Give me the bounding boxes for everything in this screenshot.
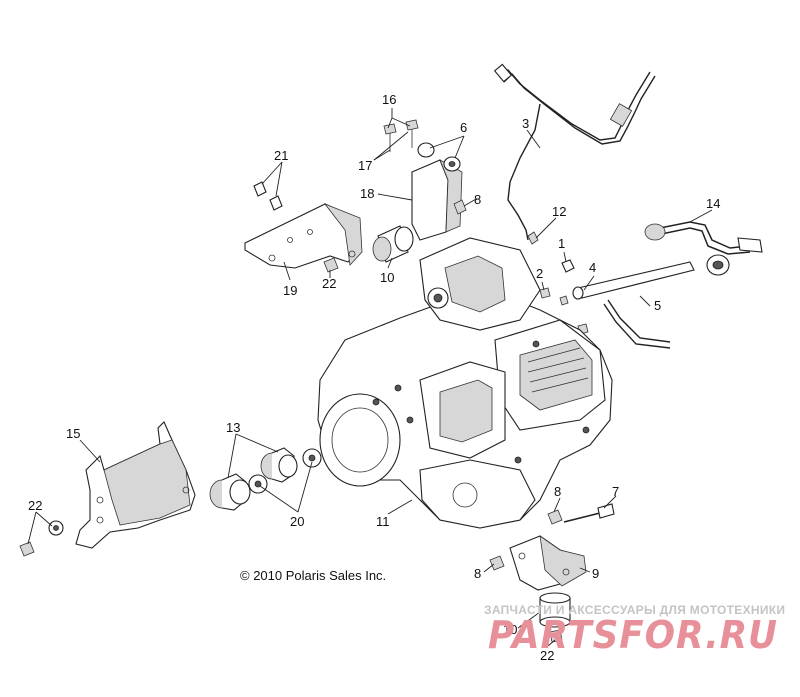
mounts-13-20 [209,447,322,511]
label-18: 18 [360,186,374,201]
watermark: ЗАПЧАСТИ И АКСЕССУАРЫ ДЛЯ МОТОТЕХНИКИ PA… [484,603,785,657]
watermark-tagline: ЗАПЧАСТИ И АКСЕССУАРЫ ДЛЯ МОТОТЕХНИКИ [484,603,785,617]
label-20: 20 [290,514,304,529]
label-21: 21 [274,148,288,163]
label-22c: 22 [540,648,554,663]
copyright-text: © 2010 Polaris Sales Inc. [240,568,386,583]
label-15: 15 [66,426,80,441]
label-22a: 22 [322,276,336,291]
label-9: 9 [592,566,599,581]
fasteners-top [527,231,589,335]
bracket-19 [244,181,363,269]
label-17: 17 [358,158,372,173]
label-16: 16 [382,92,396,107]
label-1: 1 [558,236,565,251]
nut-22-upper [323,257,339,273]
washer-22-left [19,520,64,557]
label-11: 11 [376,514,390,529]
label-6: 6 [460,120,467,135]
mount-10-top [372,225,414,263]
tube-5 [572,261,695,349]
label-14: 14 [706,196,720,211]
label-7: 7 [612,484,619,499]
part-labels: 1 2 3 4 5 6 7 8 8 8 9 10 10 11 12 13 14 … [28,92,720,663]
engine-11 [317,237,613,529]
label-10b: 10 [503,622,517,637]
bracket-15 [75,421,196,549]
bracket-9 [489,503,615,591]
label-22b: 22 [28,498,42,513]
label-8b: 8 [554,484,561,499]
line-3 [493,63,656,241]
mount-10-bottom [539,592,571,643]
label-2: 2 [536,266,543,281]
label-19: 19 [283,283,297,298]
leader-lines [27,108,713,647]
label-13: 13 [226,420,240,435]
bracket-18 [383,119,467,241]
label-12: 12 [552,204,566,219]
label-3: 3 [522,116,529,131]
watermark-logo: PARTSFOR.RU [488,613,778,657]
label-8c: 8 [474,566,481,581]
hose-14 [644,221,763,276]
label-5: 5 [654,298,661,313]
label-4: 4 [589,260,596,275]
label-10a: 10 [380,270,394,285]
label-8a: 8 [474,192,481,207]
